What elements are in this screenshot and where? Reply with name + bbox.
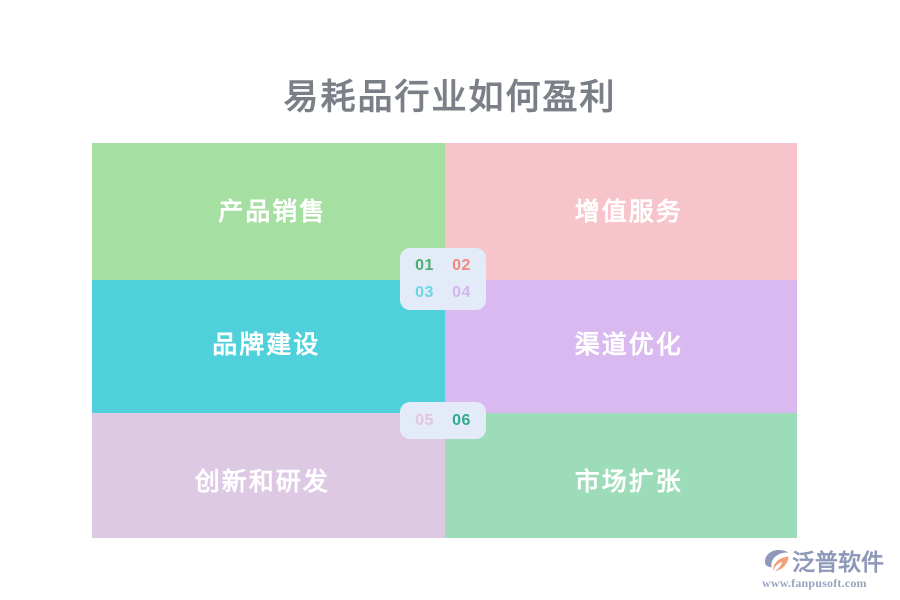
fanpu-logo-icon (762, 549, 790, 575)
number-04: 04 (452, 283, 471, 301)
number-05: 05 (415, 411, 434, 429)
matrix-cell-value-added-services[interactable]: 增值服务 (444, 143, 797, 280)
number-badge-bottom: 05 06 (400, 402, 486, 439)
matrix-cell-label: 创新和研发 (194, 467, 330, 496)
matrix-cell-label: 渠道优化 (574, 330, 683, 359)
matrix-cell-label: 增值服务 (574, 197, 683, 226)
matrix-cell-brand-building[interactable]: 品牌建设 (92, 280, 445, 413)
number-02: 02 (452, 256, 471, 274)
matrix-cell-label: 品牌建设 (212, 330, 321, 359)
brand-name: 泛普软件 (792, 548, 884, 575)
matrix-cell-label: 市场扩张 (574, 467, 683, 496)
brand-url: www.fanpusoft.com (762, 576, 867, 590)
profit-model-matrix: 产品销售 增值服务 品牌建设 渠道优化 创新和研发 市场扩张 (92, 143, 797, 538)
matrix-cell-label: 产品销售 (218, 197, 327, 226)
number-badge-top: 01 02 03 04 (400, 248, 486, 310)
page-title: 易耗品行业如何盈利 (283, 78, 617, 117)
brand-logo-row: 泛普软件 (762, 548, 892, 575)
matrix-cell-innovation-rnd[interactable]: 创新和研发 (92, 413, 445, 538)
number-03: 03 (415, 283, 434, 301)
matrix-cell-channel-optimization[interactable]: 渠道优化 (444, 280, 797, 413)
matrix-cell-product-sales[interactable]: 产品销售 (92, 143, 445, 280)
matrix-cell-market-expansion[interactable]: 市场扩张 (444, 413, 797, 538)
number-06: 06 (452, 411, 471, 429)
brand-watermark: 泛普软件 www.fanpusoft.com (762, 548, 892, 592)
number-01: 01 (415, 256, 434, 274)
